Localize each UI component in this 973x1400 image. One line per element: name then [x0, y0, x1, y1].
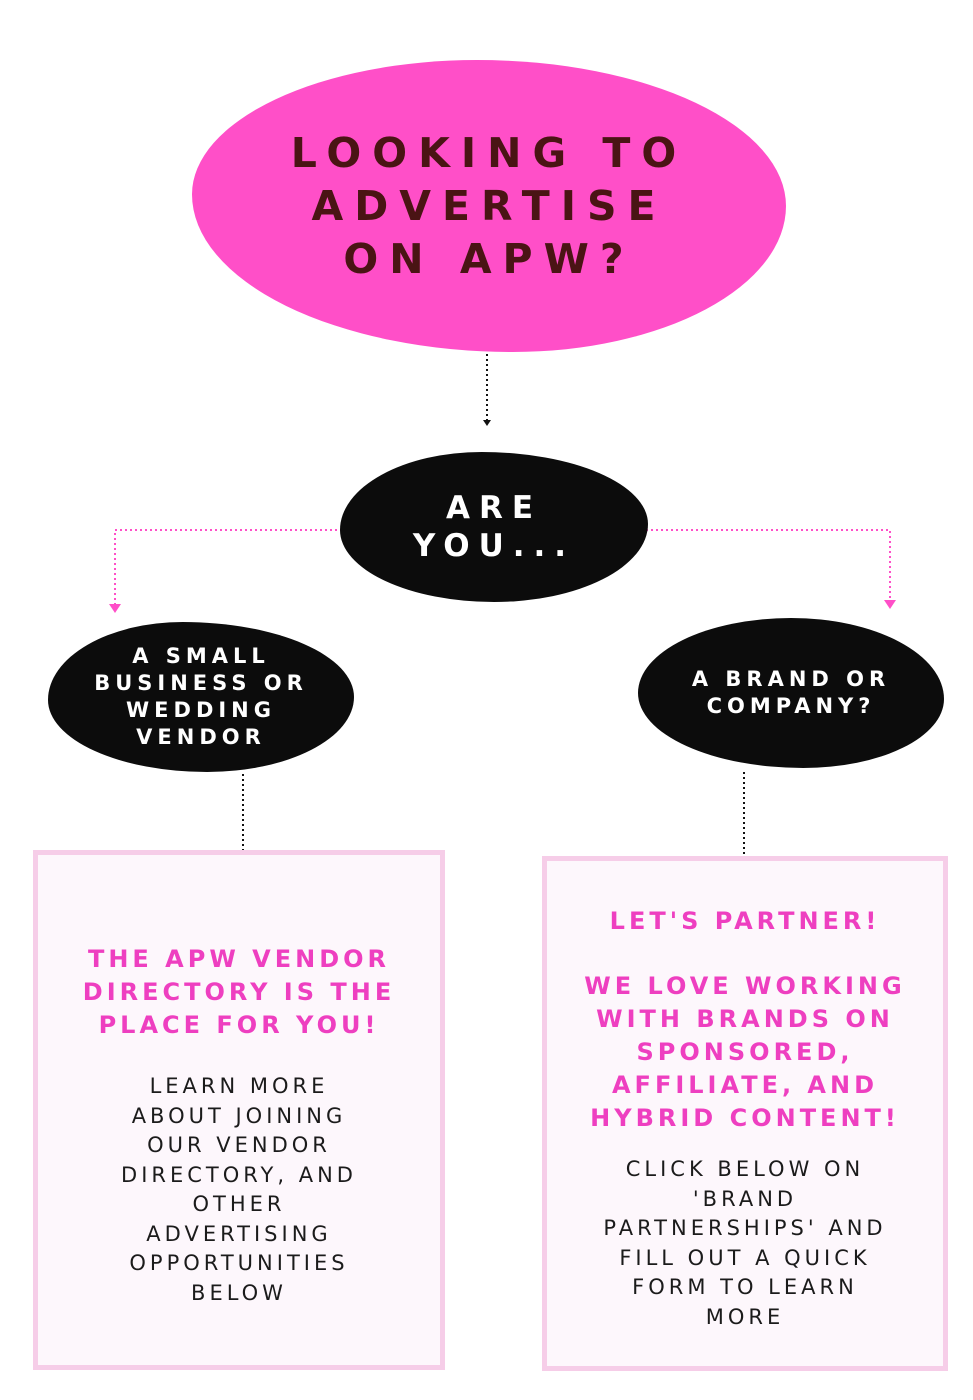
vendor-directory-body: LEARN MORE ABOUT JOINING OUR VENDOR DIRE… [38, 1072, 440, 1308]
option-line: A SMALL [132, 644, 270, 668]
heading-line: PLACE FOR YOU! [98, 1011, 380, 1039]
option-line: COMPANY? [706, 694, 876, 718]
arrowhead [884, 600, 896, 609]
option-line: WEDDING [126, 698, 276, 722]
body-line: PARTNERSHIPS' AND [603, 1216, 887, 1240]
title-line: ON APW? [343, 234, 635, 283]
arrowhead [109, 604, 121, 613]
vendor-directory-box: THE APW VENDOR DIRECTORY IS THE PLACE FO… [33, 850, 445, 1370]
title-line: ADVERTISE [311, 181, 667, 230]
partner-heading: LET'S PARTNER! [547, 905, 943, 938]
heading-line: SPONSORED, [636, 1038, 854, 1066]
option-line: VENDOR [136, 725, 266, 749]
connector-question-to-right [646, 529, 891, 602]
body-line: LEARN MORE [149, 1074, 329, 1098]
heading-line: DIRECTORY IS THE [82, 978, 396, 1006]
partner-subheading: WE LOVE WORKING WITH BRANDS ON SPONSORED… [547, 970, 943, 1135]
body-line: FORM TO LEARN [632, 1275, 858, 1299]
body-line: OPPORTUNITIES [129, 1251, 349, 1275]
question-line: YOU... [412, 528, 576, 564]
body-line: OTHER [192, 1192, 286, 1216]
heading-line: AFFILIATE, AND [611, 1071, 879, 1099]
body-line: CLICK BELOW ON [625, 1157, 865, 1181]
vendor-directory-heading: THE APW VENDOR DIRECTORY IS THE PLACE FO… [38, 943, 440, 1042]
heading-line: WE LOVE WORKING [584, 972, 906, 1000]
heading-line: THE APW VENDOR [87, 945, 391, 973]
body-line: MORE [705, 1304, 785, 1329]
title-bubble: LOOKING TO ADVERTISE ON APW? [192, 60, 786, 352]
heading-line: HYBRID CONTENT! [590, 1104, 900, 1132]
partner-body: CLICK BELOW ON 'BRAND PARTNERSHIPS' AND … [547, 1155, 943, 1332]
option-brand: A BRAND OR COMPANY? [638, 618, 944, 768]
question-bubble: ARE YOU... [340, 452, 648, 602]
body-line: DIRECTORY, AND [121, 1162, 357, 1187]
option-small-business: A SMALL BUSINESS OR WEDDING VENDOR [48, 622, 354, 772]
body-line: OUR VENDOR [147, 1133, 331, 1157]
brand-partnership-box: LET'S PARTNER! WE LOVE WORKING WITH BRAN… [542, 856, 948, 1371]
title-line: LOOKING TO [290, 128, 688, 177]
option-brand-text: A BRAND OR COMPANY? [692, 666, 890, 720]
body-line: FILL OUT A QUICK [619, 1245, 871, 1270]
option-small-business-text: A SMALL BUSINESS OR WEDDING VENDOR [94, 643, 308, 751]
heading-line: WITH BRANDS ON [596, 1005, 894, 1033]
question-text: ARE YOU... [413, 489, 575, 565]
heading-line: LET'S PARTNER! [609, 907, 881, 935]
option-line: A BRAND OR [691, 667, 891, 691]
body-line: ADVERTISING [146, 1221, 332, 1246]
body-line: ABOUT JOINING [131, 1103, 347, 1128]
connector-question-to-left [114, 529, 342, 606]
body-line: 'BRAND [692, 1186, 798, 1211]
question-line: ARE [445, 490, 543, 526]
title-text: LOOKING TO ADVERTISE ON APW? [291, 127, 687, 286]
body-line: BELOW [191, 1280, 287, 1305]
arrowhead [483, 420, 491, 426]
option-line: BUSINESS OR [94, 671, 308, 695]
